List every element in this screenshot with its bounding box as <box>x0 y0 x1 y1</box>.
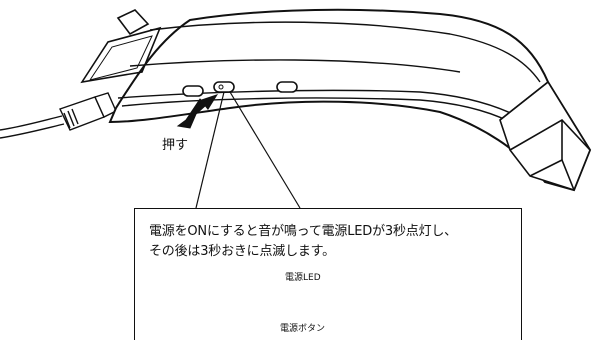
callout-line-1: 電源をONにすると音が鳴って電源LEDが3秒点灯し、 <box>149 224 457 239</box>
push-arrow-tip <box>200 94 218 110</box>
callout-leader <box>195 91 301 209</box>
power-button <box>213 81 235 93</box>
cable <box>0 115 65 139</box>
device-tip <box>499 80 591 191</box>
cable-connector <box>59 92 117 131</box>
callout-text: 電源をONにすると音が鳴って電源LEDが3秒点灯し、 その後は3秒おきに点滅しま… <box>149 222 514 262</box>
sensor-window <box>80 26 162 84</box>
side-buttons <box>182 81 298 97</box>
callout-box: 電源をONにすると音が鳴って電源LEDが3秒点灯し、 その後は3秒おきに点滅しま… <box>134 208 522 340</box>
callout-line-2: その後は3秒おきに点滅します。 <box>149 244 335 259</box>
button-label: 電源ボタン <box>280 324 326 334</box>
device-body <box>108 8 592 192</box>
push-label: 押す <box>162 138 189 153</box>
device-notch <box>116 9 150 36</box>
led-label: 電源LED <box>285 273 321 283</box>
